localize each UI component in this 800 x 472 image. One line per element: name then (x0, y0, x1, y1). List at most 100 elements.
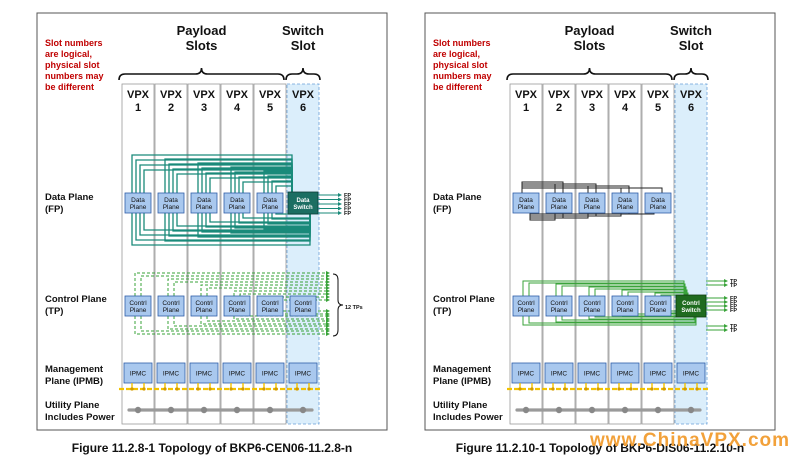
left-ipmb-node (262, 387, 266, 391)
left-ipmc-box: IPMC (288, 362, 318, 384)
right-out-label: FP (730, 300, 737, 306)
right-ipmc-box-rect (544, 362, 574, 384)
left-ctrl-link-bottom (173, 316, 326, 327)
right-ctrl-link-bottom (561, 316, 696, 321)
left-ctrl-arrow (326, 327, 330, 331)
left-ctrl-arrow (326, 332, 330, 336)
left-note: be different (45, 82, 94, 92)
left-control-plane-box-label: Contrl (162, 300, 180, 307)
right-data-plane-box-rect (512, 192, 540, 214)
right-power-node (522, 406, 530, 414)
right-data-plane-label: Data Plane (433, 192, 482, 203)
left-ipmb-node (175, 387, 179, 391)
left-data-plane-box-rect (223, 192, 251, 214)
left-slot-vpx-label: VPX (259, 89, 282, 101)
left-control-plane-box-label: Contrl (261, 300, 279, 307)
right-out-label: TP (730, 328, 737, 334)
left-figure-caption: Figure 11.2.8-1 Topology of BKP6-CEN06-1… (72, 441, 353, 455)
right-control-plane-box-label: Plane (650, 307, 667, 314)
left-ipmc-box: IPMC (255, 362, 285, 384)
right-management-plane-label: Plane (IPMB) (433, 376, 491, 387)
right-data-plane-box-label: Plane (551, 204, 568, 211)
right-control-switch-box-label: Switch (681, 308, 701, 314)
left-ctrl-arrow (326, 286, 330, 290)
left-slot-number: 6 (300, 102, 306, 114)
left-ipmc-box-label: IPMC (196, 371, 213, 378)
right-ipmb-node (650, 387, 654, 391)
right-control-plane-box-rect (512, 295, 540, 317)
left-ipmc-box-label: IPMC (163, 371, 180, 378)
right-slot-number: 6 (688, 102, 694, 114)
left-ipmc-box-label: IPMC (295, 371, 312, 378)
right-ipmb-node (551, 387, 555, 391)
right-out-arrow (724, 283, 728, 287)
left-data-plane-box-label: Plane (196, 204, 213, 211)
right-control-plane-box-label: Contrl (649, 300, 667, 307)
right-slot-number: 4 (622, 102, 629, 114)
right-control-plane-box-label: Contrl (616, 300, 634, 307)
left-ipmb-node (196, 387, 200, 391)
left-utility-plane-label: Utility Plane (45, 400, 99, 411)
left-data-switch-box-label: Switch (293, 205, 313, 211)
right-ipmb-node (596, 387, 600, 391)
left-ipmc-box-label: IPMC (130, 371, 147, 378)
right-out-label: FP (730, 308, 737, 314)
left-ctrl-arrow (326, 317, 330, 321)
right-ctrl-link-top (561, 285, 686, 296)
right-ctrl-link-top (627, 291, 688, 296)
right-data-plane-box-label: Data (618, 197, 632, 204)
left-switch-header: Switch (282, 23, 324, 38)
left-slot-number: 5 (267, 102, 273, 114)
right-out-arrow (724, 328, 728, 332)
right-slot-number: 3 (589, 102, 595, 114)
right-frame (424, 12, 776, 431)
right-ipmc-box-rect (577, 362, 607, 384)
left-ipmc-box-rect (156, 362, 186, 384)
left-power-node (134, 406, 142, 414)
left-ctrl-arrow (326, 322, 330, 326)
right-ipmc-box-label: IPMC (650, 371, 667, 378)
left-ctrl-link-bottom (167, 316, 326, 330)
left-ctrl-arrow (326, 277, 330, 281)
right-out-arrow (724, 279, 728, 283)
right-data-plane-box-label: Plane (518, 204, 535, 211)
left-slot-number: 1 (135, 102, 141, 114)
left-data-plane-box-label: Plane (163, 204, 180, 211)
right-note: numbers may (433, 71, 492, 81)
right-slot-vpx-label: VPX (680, 89, 703, 101)
left-data-plane-label: Data Plane (45, 192, 94, 203)
right-utility-plane-label: Includes Power (433, 412, 503, 423)
left-ipmb-node (241, 387, 245, 391)
left-ipmb-node (274, 387, 278, 391)
left-ipmc-box-rect (288, 362, 318, 384)
right-out-arrow (724, 304, 728, 308)
right-ipmb-node (629, 387, 633, 391)
right-control-plane-box-label: Plane (551, 307, 568, 314)
right-out-arrow (724, 300, 728, 304)
left-slot-vpx-label: VPX (160, 89, 183, 101)
left-ctrl-arrow (326, 280, 330, 284)
right-utility-plane-label: Utility Plane (433, 400, 487, 411)
left-control-plane-box-rect (157, 295, 185, 317)
left-ctrl-link-bottom (206, 316, 326, 322)
right-control-plane-box-label: Contrl (517, 300, 535, 307)
right-slot-vpx-label: VPX (548, 89, 571, 101)
left-switch-brace (285, 67, 321, 81)
left-ipmc-box: IPMC (222, 362, 252, 384)
right-figure-caption: Figure 11.2.10-1 Topology of BKP6-DIS06-… (456, 441, 745, 455)
left-panel: VPX1VPX2VPX3VPX4VPX5VPX6PayloadSlotsSwit… (36, 12, 388, 431)
left-data-plane-box-label: Plane (229, 204, 246, 211)
left-power-node (233, 406, 241, 414)
right-out-arrow (724, 296, 728, 300)
right-ipmc-box-rect (610, 362, 640, 384)
